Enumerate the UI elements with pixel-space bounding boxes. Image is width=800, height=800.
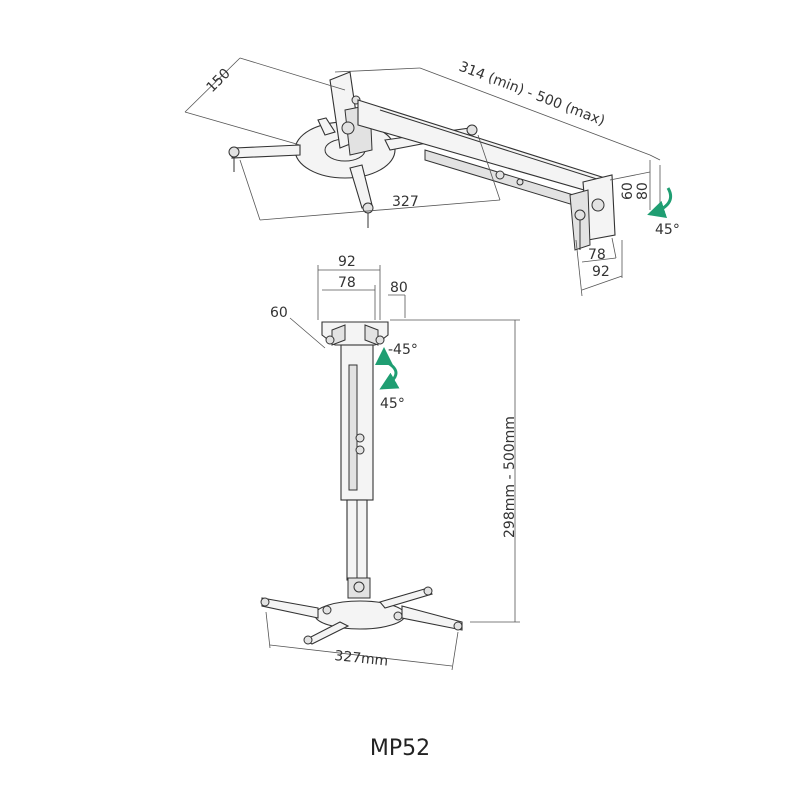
side-dimension-labels: 92 78 80 60 -45° 45° 298mm - 500mm 327mm xyxy=(270,254,518,670)
side-dim-height: 298mm - 500mm xyxy=(502,416,518,538)
top-base-leg-back xyxy=(317,117,336,136)
top-dim-150: 150 xyxy=(204,66,234,96)
side-dim-45: 45° xyxy=(380,396,405,412)
top-dim-45: 45° xyxy=(655,222,680,238)
side-dim-80: 80 xyxy=(390,280,408,296)
top-dim-60: 60 xyxy=(620,182,636,200)
side-dim-78: 78 xyxy=(338,275,356,291)
side-dimensions xyxy=(265,265,520,671)
top-mount-drawing xyxy=(228,71,616,251)
top-dim-92: 92 xyxy=(592,264,610,280)
top-dim-327: 327 xyxy=(392,194,419,210)
side-base-leg-right xyxy=(401,605,463,631)
top-base-leg-left xyxy=(231,144,301,159)
top-dimension-labels: 150 314 (min) - 500 (max) 60 80 45° 327 … xyxy=(204,59,680,280)
side-base-leg-back xyxy=(379,587,433,609)
side-base-leg-front xyxy=(303,621,350,645)
side-mount-drawing xyxy=(260,321,463,645)
side-dim-92: 92 xyxy=(338,254,356,270)
top-dim-length: 314 (min) - 500 (max) xyxy=(457,59,607,130)
side-base-leg-left xyxy=(261,597,319,619)
side-dim-327mm: 327mm xyxy=(334,648,389,670)
top-dim-80: 80 xyxy=(635,182,651,200)
top-dim-78: 78 xyxy=(588,247,606,263)
model-name: MP52 xyxy=(370,736,430,761)
top-dimensions xyxy=(184,57,673,297)
side-dim-60: 60 xyxy=(270,305,288,321)
side-dim-neg45: -45° xyxy=(388,342,418,358)
